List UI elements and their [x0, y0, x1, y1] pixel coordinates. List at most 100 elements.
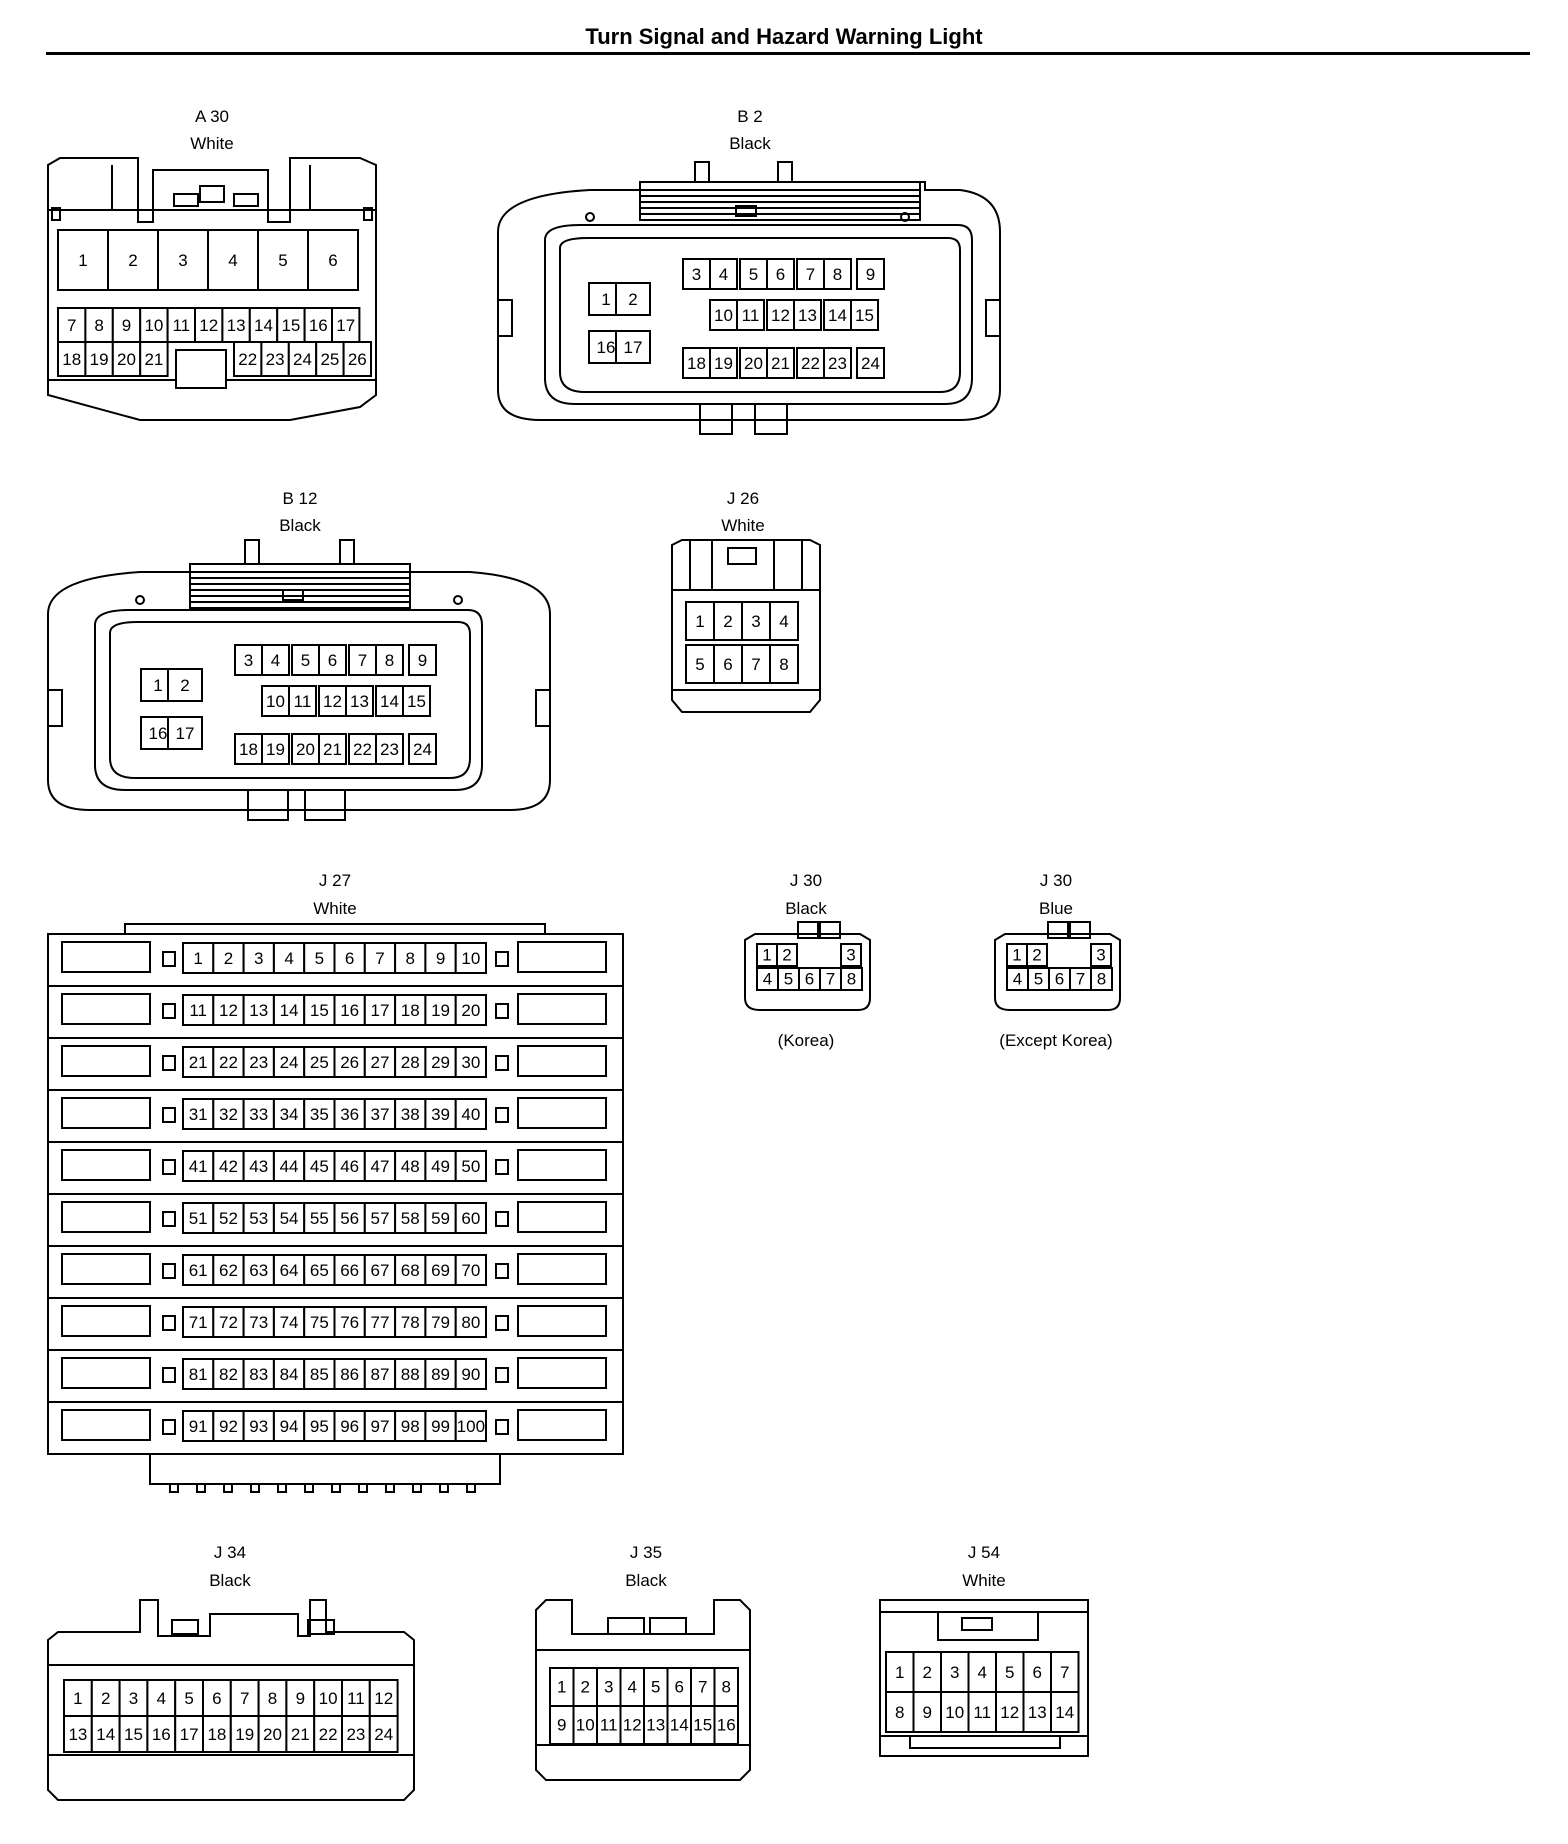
pin-cell: [454, 1046, 488, 1078]
j34-id-label: J 34: [213, 1543, 247, 1562]
pin-number: 80: [461, 1313, 480, 1332]
pin-cell: [766, 347, 795, 379]
pin-number: 28: [401, 1053, 420, 1072]
j30-korea-connector: [744, 921, 871, 1011]
j26-id-label: J 26: [726, 489, 760, 508]
pin-cell: [850, 299, 879, 331]
pin-cell: [182, 1306, 215, 1338]
pin-number: 18: [687, 354, 706, 373]
j30-except-color-label: Blue: [1038, 899, 1074, 918]
pin-number: 39: [431, 1105, 450, 1124]
pin-cell: [57, 229, 109, 291]
pin-number: 32: [219, 1105, 238, 1124]
pin-number: 18: [62, 350, 81, 369]
pin-number: 1: [895, 1663, 904, 1682]
pin-cell: [272, 1098, 306, 1130]
pin-number: 5: [278, 251, 287, 270]
pin-number: 79: [431, 1313, 450, 1332]
pin-number: 20: [117, 350, 136, 369]
pin-cell: [709, 347, 738, 379]
pin-cell: [363, 1410, 397, 1442]
j27-latch-tab: [517, 941, 607, 973]
pin-cell: [234, 644, 263, 676]
pin-cell: [454, 1358, 488, 1390]
pin-number: 90: [461, 1365, 480, 1384]
pin-number: 2: [1032, 945, 1041, 964]
pin-number: 88: [401, 1365, 420, 1384]
pin-number: 92: [219, 1417, 238, 1436]
j26-color-label: White: [721, 516, 765, 535]
pin-number: 20: [744, 354, 763, 373]
pin-cell: [709, 258, 738, 290]
pin-number: 4: [157, 1689, 166, 1708]
pin-cell: [375, 644, 404, 676]
j27-latch-tab: [61, 1357, 151, 1389]
b2-id-label: B 2: [737, 107, 763, 126]
pin-number: 7: [240, 1689, 249, 1708]
pin-cell: [402, 685, 431, 717]
b12-color-label: Black: [279, 516, 321, 535]
pin-cell: [288, 685, 317, 717]
j27-guide-square: [162, 1367, 176, 1383]
j27-guide-square: [162, 951, 176, 967]
pin-cell: [307, 229, 359, 291]
j27-comb-tooth: [304, 1483, 314, 1493]
pin-number: 14: [96, 1725, 115, 1744]
pin-number: 67: [370, 1261, 389, 1280]
pin-number: 33: [249, 1105, 268, 1124]
pin-cell: [454, 1202, 488, 1234]
j27-latch-tab: [517, 1201, 607, 1233]
pin-cell: [182, 942, 215, 974]
pin-number: 11: [189, 1001, 207, 1020]
pin-number: 17: [336, 316, 355, 335]
pin-number: 93: [249, 1417, 268, 1436]
j27-latch-tab: [61, 1097, 151, 1129]
pin-number: 14: [254, 316, 273, 335]
pin-number: 24: [293, 350, 312, 369]
pin-number: 10: [144, 316, 163, 335]
pin-number: 75: [310, 1313, 329, 1332]
pin-number: 29: [431, 1053, 450, 1072]
pin-number: 17: [624, 338, 643, 357]
pin-number: 3: [129, 1689, 138, 1708]
pin-cell: [287, 341, 318, 377]
pin-number: 7: [375, 949, 384, 968]
pin-number: 9: [923, 1703, 932, 1722]
pin-number: 15: [693, 1715, 712, 1734]
pin-cell: [796, 347, 825, 379]
pin-number: 36: [340, 1105, 359, 1124]
pin-number: 7: [806, 265, 815, 284]
j27-latch-tab: [61, 1045, 151, 1077]
pin-cell: [769, 644, 799, 684]
pin-cell: [174, 1679, 204, 1717]
j54-color-label: White: [962, 1571, 1006, 1590]
pin-number: 6: [328, 651, 337, 670]
j27-guide-square: [495, 951, 509, 967]
pin-cell: [363, 1306, 397, 1338]
j27-comb-tooth: [169, 1483, 179, 1493]
pin-number: 55: [310, 1209, 329, 1228]
pin-number: 21: [189, 1053, 208, 1072]
pin-cell: [272, 994, 306, 1026]
pin-cell: [709, 299, 738, 331]
pin-number: 4: [284, 949, 293, 968]
pin-number: 47: [370, 1157, 389, 1176]
pin-cell: [940, 1691, 970, 1733]
pin-number: 7: [1060, 1663, 1069, 1682]
pin-cell: [363, 1150, 397, 1182]
pin-number: 85: [310, 1365, 329, 1384]
j27-latch-tab: [517, 993, 607, 1025]
pin-number: 12: [374, 1689, 393, 1708]
pin-cell: [736, 299, 765, 331]
pin-number: 10: [319, 1689, 338, 1708]
pin-number: 8: [833, 265, 842, 284]
b12-id-label: B 12: [282, 489, 318, 508]
pin-number: 87: [370, 1365, 389, 1384]
j27-guide-square: [162, 1107, 176, 1123]
pin-cell: [375, 733, 404, 765]
pin-number: 1: [78, 251, 87, 270]
pin-number: 8: [406, 949, 415, 968]
pin-number: 7: [698, 1677, 707, 1696]
